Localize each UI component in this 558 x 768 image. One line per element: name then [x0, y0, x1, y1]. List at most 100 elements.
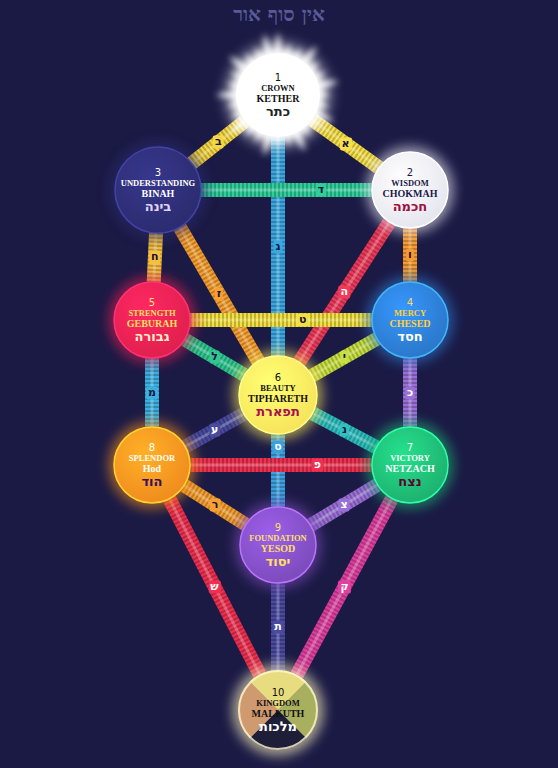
sephirah-name: CHESED [389, 318, 430, 329]
path-band [190, 313, 372, 327]
crown-disc [236, 53, 320, 137]
sephirah-name: CHOKMAH [383, 188, 438, 199]
sephirah-circle: 1CROWNKETHERכתר [236, 53, 320, 137]
sephirah-circle: 8SPLENDORHodהוד [114, 427, 190, 503]
hebrew-letter: כ [405, 386, 415, 399]
path-ribbing [201, 183, 372, 197]
sephirah-text: 7VICTORYNETZACHנצח [385, 442, 434, 489]
path-band-group [190, 465, 372, 466]
sephirah-disc [115, 147, 201, 233]
path-ribbing [312, 339, 377, 376]
path-band [271, 583, 285, 670]
sephirah-name: GEBURAH [127, 318, 178, 329]
english-name: CROWN [261, 83, 295, 93]
english-name: STRENGTH [128, 308, 175, 318]
sephirah-name: TIPHARETH [248, 393, 308, 404]
hebrew-name: בינה [145, 199, 172, 214]
path-ribbing [403, 228, 417, 282]
sephirah-text: 3UNDERSTANDINGBINAHבינה [121, 167, 195, 214]
sephirah-name: Hod [143, 463, 161, 474]
path-band [201, 183, 372, 197]
sephirah-number: 9 [275, 522, 281, 533]
path-band-group [201, 190, 372, 191]
sephirah-disc [240, 507, 316, 583]
sephirah-number: 7 [407, 442, 413, 453]
path-band-group [312, 413, 376, 447]
hebrew-letter: א [340, 137, 352, 150]
hebrew-letter: מ [146, 386, 158, 399]
crown-glow [223, 40, 332, 149]
path-band [184, 485, 246, 524]
hebrew-name: נצח [398, 474, 421, 489]
sephirah-text: 10KINGDOMMALKUTHמלכות [252, 687, 305, 734]
hebrew-letter: ג [274, 240, 283, 253]
hebrew-letter: ה [338, 285, 350, 298]
hebrew-letter: ז [215, 288, 223, 301]
path-highlight [201, 189, 372, 192]
sephirah-number: 8 [149, 442, 155, 453]
path-highlight [185, 339, 245, 375]
hebrew-letter: ע [209, 424, 220, 437]
sephirah-number: 10 [272, 687, 285, 698]
sephirah-circle: 4MERCYCHESEDחסד [372, 282, 448, 358]
path-band-group [184, 485, 246, 524]
path-band [312, 413, 376, 447]
english-name: SPLENDOR [129, 453, 175, 463]
english-name: UNDERSTANDING [121, 178, 195, 188]
path-band [403, 358, 417, 427]
sephirah-number: 4 [407, 297, 413, 308]
path-band [403, 228, 417, 282]
path-band [190, 458, 372, 472]
sephirah-glow [108, 421, 196, 509]
sephirah-name: MALKUTH [252, 708, 305, 719]
path-ribbing [403, 358, 417, 427]
hebrew-letter: ס [272, 441, 283, 454]
english-name: BEAUTY [260, 383, 295, 393]
sephirah-glow [366, 421, 454, 509]
path-highlight [184, 485, 246, 524]
sephirah-text: 6BEAUTYTIPHARETHתפארת [248, 372, 308, 419]
sephirah-name: YESOD [261, 543, 295, 554]
sephirah-text: 4MERCYCHESEDחסד [389, 297, 430, 344]
hebrew-letter: ח [149, 251, 161, 264]
sephirah-disc [114, 427, 190, 503]
sephirah-disc [114, 282, 190, 358]
hebrew-name: תפארת [256, 404, 300, 419]
sephirah-number: 5 [149, 297, 155, 308]
sephirah-name: KETHER [257, 93, 300, 104]
path-highlight [185, 414, 244, 447]
sephirah-glow [366, 146, 454, 234]
sephirah-circle: 9FOUNDATIONYESODיסוד [240, 507, 316, 583]
crown-starburst [215, 32, 339, 156]
sephirah-name: NETZACH [385, 463, 434, 474]
path-band-group [185, 339, 245, 375]
sephirah-glow [366, 276, 454, 364]
hebrew-letter: ט [297, 313, 308, 326]
hebrew-letter: ו [406, 248, 414, 261]
path-highlight [190, 464, 372, 467]
sephirah-disc [239, 356, 317, 434]
english-name: KINGDOM [256, 698, 299, 708]
sephirah-number: 2 [407, 167, 413, 178]
path-highlight [312, 413, 376, 447]
sephirah-glow [108, 276, 196, 364]
english-name: MERCY [394, 308, 426, 318]
sephirah-glow [109, 141, 207, 239]
path-ribbing [312, 413, 376, 447]
english-name: FOUNDATION [249, 533, 306, 543]
sephirah-text: 5STRENGTHGEBURAHגבורה [127, 297, 178, 344]
path-highlight [310, 485, 377, 526]
path-ribbing [145, 358, 159, 427]
path-band-group [190, 320, 372, 321]
path-ribbing [185, 339, 245, 375]
hebrew-letter: ל [209, 351, 220, 364]
hebrew-name: יסוד [266, 554, 291, 569]
path-ribbing [185, 414, 244, 447]
sephirah-circle: 2WISDOMCHOKMAHחכמה [372, 152, 448, 228]
sephirah-circle: 6BEAUTYTIPHARETHתפארת [239, 356, 317, 434]
ein-sof-aur-label: אין סוף אור [0, 2, 558, 26]
hebrew-letter: ת [272, 620, 284, 633]
sephirah-circle: 5STRENGTHGEBURAHגבורה [114, 282, 190, 358]
path-band [185, 414, 244, 447]
hebrew-letter: ב [213, 136, 224, 149]
